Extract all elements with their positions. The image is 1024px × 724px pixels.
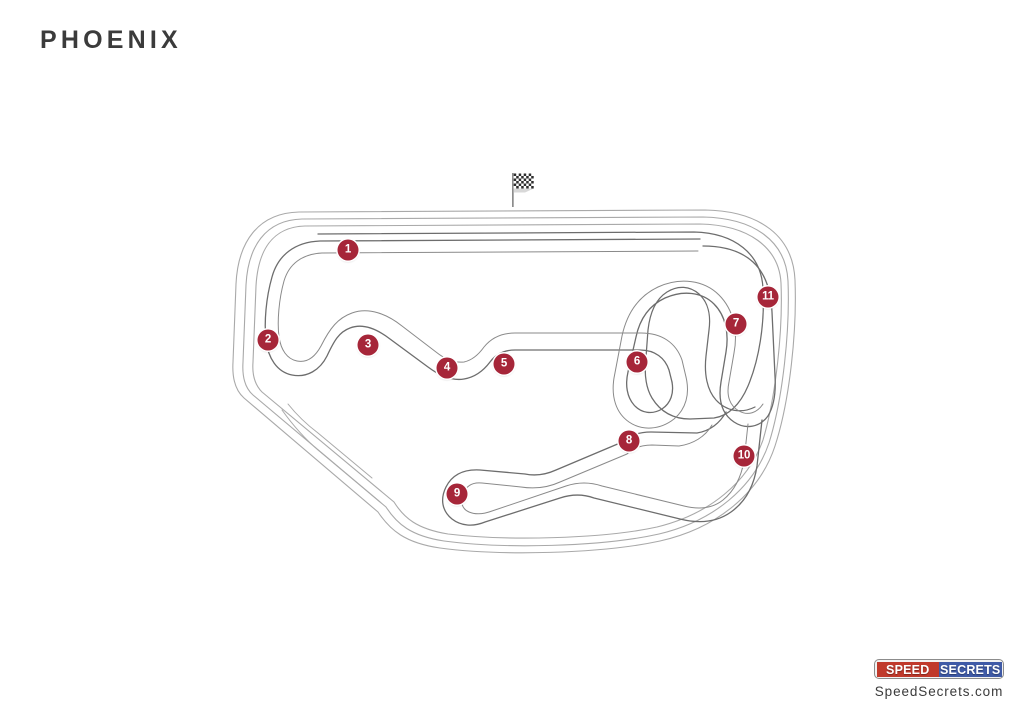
corner-marker-8[interactable]: 8 — [618, 430, 640, 452]
corner-marker-6[interactable]: 6 — [626, 351, 648, 373]
road-course-outer-edge — [317, 231, 764, 420]
logo-word-secrets: SECRETS — [939, 661, 1002, 677]
corner-marker-7[interactable]: 7 — [725, 313, 747, 335]
corner-marker-10[interactable]: 10 — [733, 445, 755, 467]
road-course-inner-edge — [277, 250, 764, 515]
corner-marker-2[interactable]: 2 — [257, 329, 279, 351]
corner-marker-4[interactable]: 4 — [436, 357, 458, 379]
corner-marker-11[interactable]: 11 — [757, 286, 779, 308]
logo-badge: SPEED SECRETS — [874, 659, 1004, 679]
logo-domain-text: SpeedSecrets.com — [874, 684, 1004, 699]
pit-connector-lines — [281, 403, 381, 503]
corner-marker-1[interactable]: 1 — [337, 239, 359, 261]
speed-secrets-logo[interactable]: SPEED SECRETS SpeedSecrets.com — [874, 659, 1004, 699]
corner-marker-9[interactable]: 9 — [446, 483, 468, 505]
corner-marker-3[interactable]: 3 — [357, 334, 379, 356]
oval-outline — [232, 209, 796, 554]
logo-word-speed: SPEED — [876, 661, 939, 677]
page-title: PHOENIX — [40, 26, 182, 54]
checkered-flag-icon — [511, 173, 541, 212]
road-course-layout — [264, 238, 776, 526]
corner-marker-5[interactable]: 5 — [493, 353, 515, 375]
